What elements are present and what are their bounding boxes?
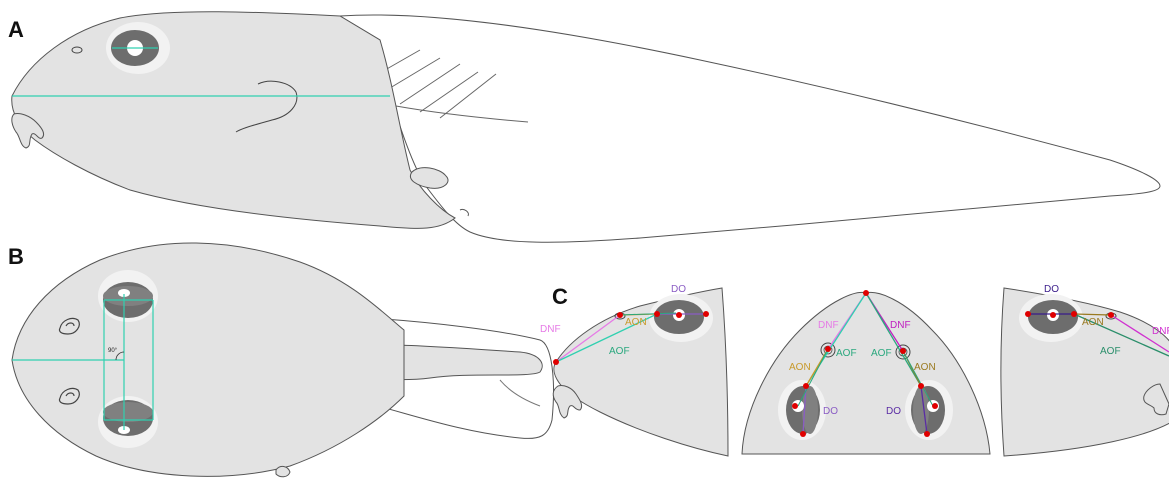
label-do-c2-left: DO (823, 406, 838, 417)
label-do-c1: DO (671, 284, 686, 295)
landmark-c2-apex (863, 290, 869, 296)
label-aon-c3: AON (1082, 317, 1104, 328)
landmark-c2-er-pupil (932, 403, 938, 409)
label-dnf-c1: DNF (540, 324, 561, 335)
head-dorsal-shape (742, 292, 990, 454)
label-aof-c1: AOF (609, 346, 630, 357)
landmark-c1-1 (553, 359, 559, 365)
label-aof-c2-right: AOF (871, 348, 892, 359)
label-aof-c3: AOF (1100, 346, 1121, 357)
label-dnf-c2-right: DNF (890, 320, 911, 331)
panel-a-letter: A (8, 17, 24, 42)
landmark-c2-el-top (803, 383, 809, 389)
angle-label: 90° (108, 348, 118, 354)
head-left-lateral: DO DNF AON AOF (540, 284, 728, 456)
landmark-c3-4 (1108, 312, 1114, 318)
landmark-c2-nr (900, 348, 906, 354)
label-aon-c2-left: AON (789, 362, 811, 373)
label-do-c3: DO (1044, 284, 1059, 295)
vent-dorsal (276, 466, 290, 476)
head-dorsal: DNF DNF AOF AOF AON AON DO DO (742, 290, 990, 454)
landmark-c2-el-pupil (792, 403, 798, 409)
landmark-c3-2 (1050, 312, 1056, 318)
panel-c-letter: C (552, 284, 568, 309)
landmark-c2-er-bottom (924, 431, 930, 437)
label-dnf-c2-left: DNF (818, 320, 839, 331)
label-dnf-c3: DNF (1152, 326, 1169, 337)
landmark-c1-4 (676, 312, 682, 318)
landmark-c2-nl (825, 346, 831, 352)
landmark-c2-er-top (918, 383, 924, 389)
panel-c-head-views: C DO DNF AON AOF (540, 284, 1169, 456)
landmark-c1-3 (654, 311, 660, 317)
label-aon-c1: AON (625, 317, 647, 328)
label-aof-c2-left: AOF (836, 348, 857, 359)
label-do-c2-right: DO (886, 406, 901, 417)
eye-b-top-shade (103, 286, 153, 306)
landmark-c1-5 (703, 311, 709, 317)
panel-b-dorsal-view: B 90° (8, 243, 554, 477)
landmark-c3-3 (1071, 311, 1077, 317)
panel-a-lateral-view: A (8, 12, 1160, 243)
landmark-c1-2 (617, 312, 623, 318)
landmark-c3-1 (1025, 311, 1031, 317)
landmark-c2-el-bottom (800, 431, 806, 437)
panel-b-letter: B (8, 244, 24, 269)
head-right-lateral: DO AON AOF DNF (1001, 284, 1169, 456)
eye-b-bottom-shade (103, 402, 153, 422)
label-aon-c2-right: AON (914, 362, 936, 373)
tadpole-tail (340, 15, 1160, 242)
